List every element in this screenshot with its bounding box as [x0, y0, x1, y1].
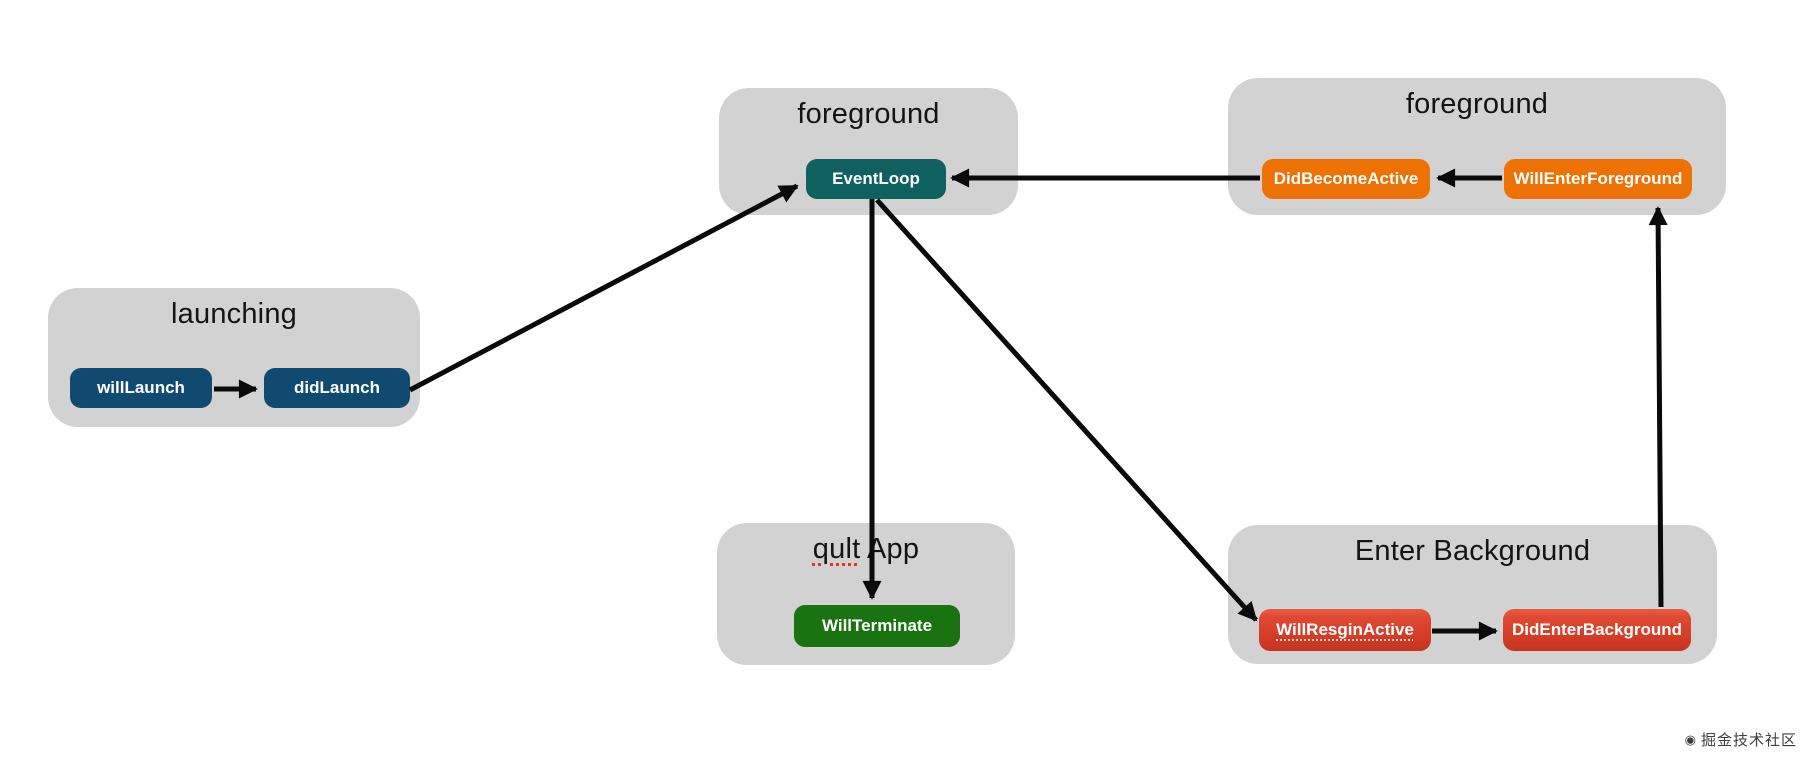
group-enter-background: Enter Background [1228, 525, 1717, 664]
quit-app-title-rest: App [860, 533, 920, 565]
group-title-foreground-right: foreground [1405, 88, 1549, 120]
watermark-text: 掘金技术社区 [1700, 732, 1797, 749]
node-will-enter-foreground: WillEnterForeground [1504, 159, 1692, 199]
node-did-enter-background: DidEnterBackground [1503, 609, 1691, 651]
node-did-become-active: DidBecomeActive [1262, 159, 1430, 199]
group-title-launching: launching [171, 298, 297, 330]
node-will-resgin-active: WillResginActive [1259, 609, 1431, 651]
node-will-launch: willLaunch [70, 368, 212, 408]
node-will-terminate: WillTerminate [794, 605, 960, 647]
group-title-enter-background: Enter Background [1354, 535, 1591, 567]
group-title-foreground-top: foreground [797, 98, 940, 130]
quit-app-title-misspelled-word: qult [812, 533, 861, 565]
juejin-logo-icon: ◉ [1684, 732, 1697, 747]
node-did-launch: didLaunch [264, 368, 410, 408]
will-resgin-active-label: WillResginActive [1276, 620, 1414, 639]
watermark: ◉ 掘金技术社区 [1685, 729, 1797, 750]
group-title-quit-app: qult App [717, 533, 1015, 566]
node-event-loop: EventLoop [806, 159, 946, 199]
arrow-didlaunch-to-eventloop [408, 183, 799, 393]
